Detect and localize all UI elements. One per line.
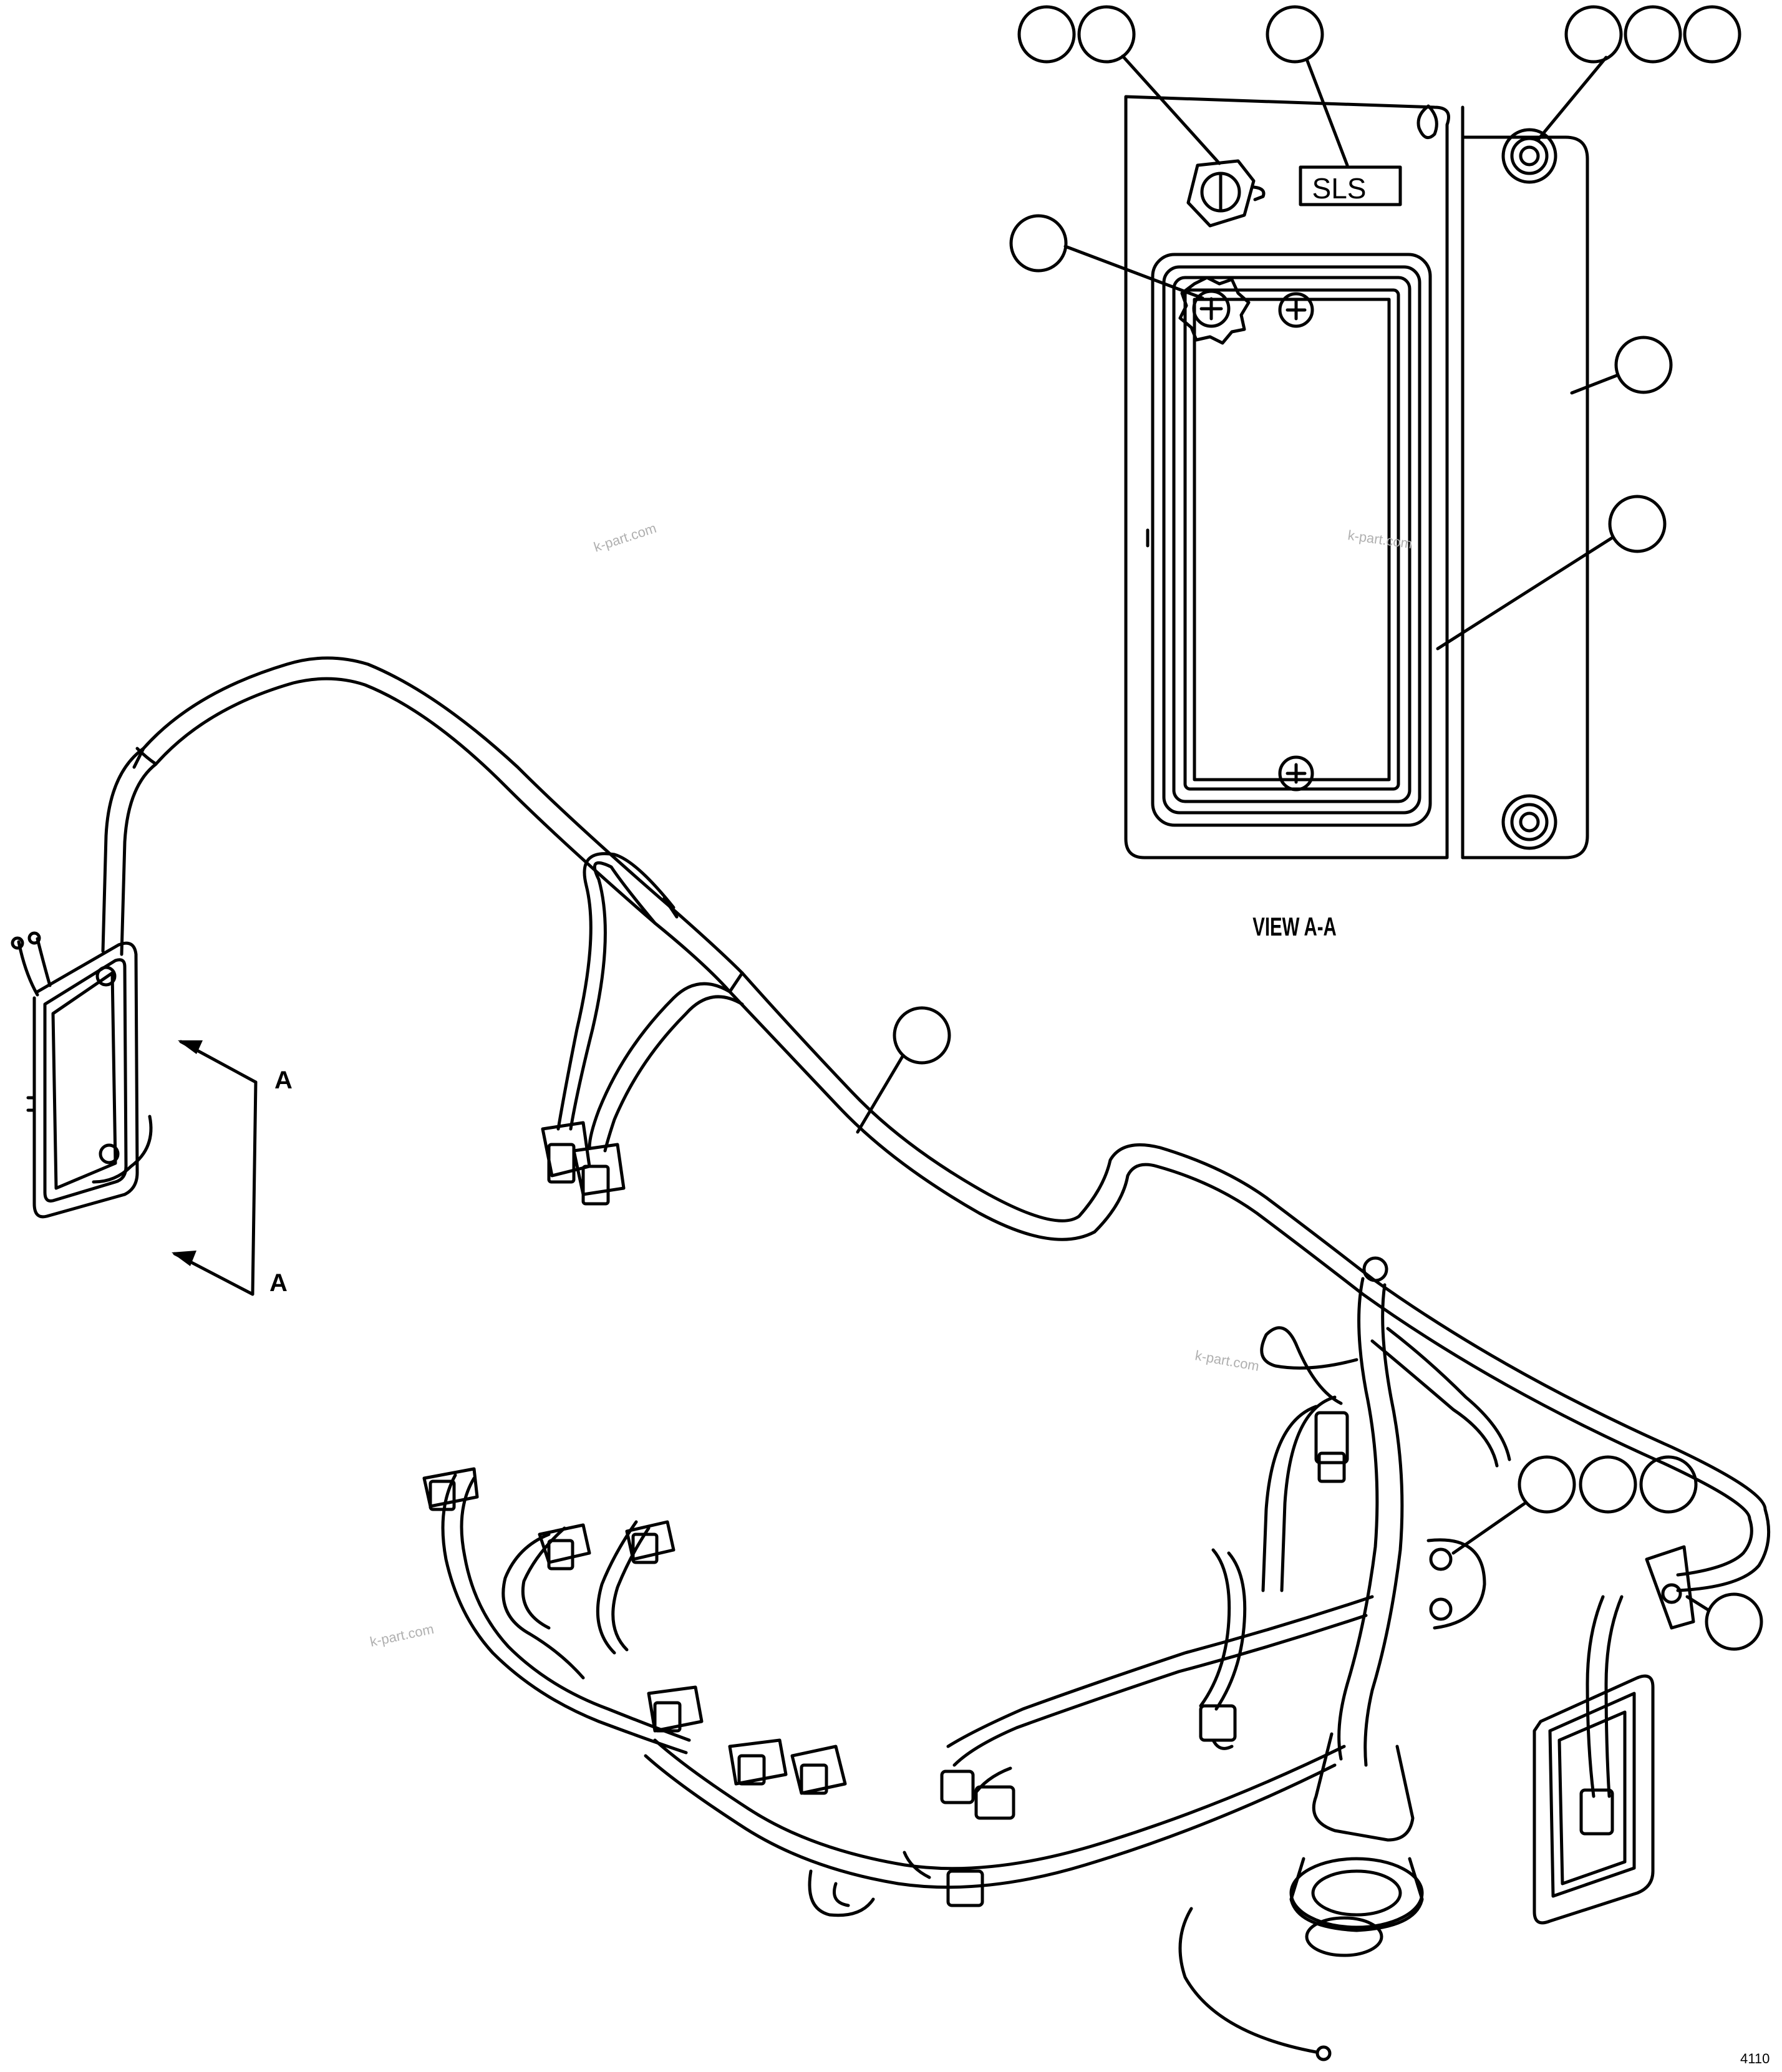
lower-harness: [422, 1256, 1695, 2061]
drawing-number: 4110: [1740, 2051, 1770, 2066]
watermark-2: k-part.com: [1347, 527, 1413, 551]
lower-callouts: [1451, 1455, 1763, 1651]
view-callouts: [1009, 5, 1741, 651]
watermark-4: k-part.com: [369, 1621, 435, 1650]
sls-label: SLS: [1312, 172, 1367, 205]
view-label: VIEW A-A: [1252, 912, 1336, 942]
section-marker-upper: A: [274, 1067, 293, 1094]
view-aa-panel: [1124, 95, 1589, 859]
watermark-1: k-part.com: [592, 520, 659, 555]
arrow-heads: [172, 1040, 203, 1266]
watermark-3: k-part.com: [1194, 1347, 1261, 1374]
left-module: [11, 656, 1771, 1592]
section-marker-lower: A: [269, 1269, 288, 1297]
upper-branch: [541, 852, 744, 1206]
